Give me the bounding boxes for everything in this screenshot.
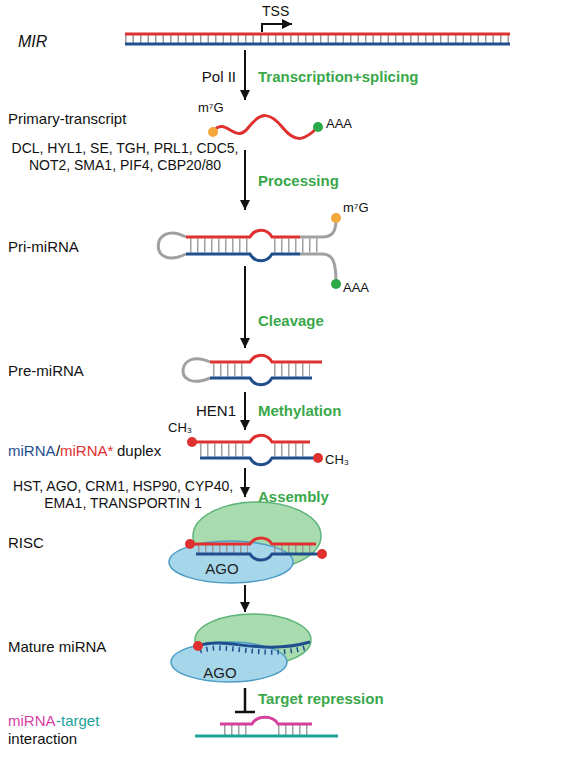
mirna-strand	[186, 254, 300, 261]
ago-lobe	[169, 541, 293, 583]
complex-outline	[165, 612, 325, 684]
flank-strand	[300, 254, 336, 282]
methyl-dot	[317, 549, 327, 559]
methyl-dot	[313, 453, 323, 463]
mirna-star-strand	[186, 230, 300, 237]
step-label: Methylation	[258, 402, 341, 420]
complex-outline	[165, 500, 325, 585]
base-pairs	[200, 444, 308, 457]
step-label: Processing	[258, 172, 339, 190]
ago-lobe	[171, 642, 287, 682]
hairpin-loop	[158, 233, 186, 258]
protein-label: AGO	[195, 664, 245, 682]
base-pairs	[198, 545, 314, 554]
flow-arrow	[244, 585, 246, 612]
methyl-label: CH₃	[325, 452, 349, 468]
dna-strand	[125, 33, 510, 36]
step-arrow	[244, 50, 246, 100]
repression-bar	[235, 688, 255, 712]
cap-label: m⁷G	[343, 200, 369, 216]
factor-list: HST, AGO, CRM1, HSP90, CYP40, EMA1, TRAN…	[4, 478, 242, 512]
factor-label: HEN1	[150, 402, 236, 420]
stage-label: Mature miRNA	[8, 638, 106, 656]
polya-label: AAA	[326, 116, 352, 132]
polya-label: AAA	[343, 280, 369, 296]
step-label: Transcription+splicing	[258, 68, 418, 86]
step-arrow	[244, 392, 246, 430]
primary-transcript	[213, 116, 318, 139]
base-ticks	[200, 647, 308, 652]
mirna-strand	[220, 717, 312, 724]
stage-label: interaction	[8, 730, 77, 748]
stage-label: duplex	[117, 442, 161, 460]
stage-label: Pri-miRNA	[8, 238, 79, 256]
stage-label: miRNA*	[60, 442, 113, 460]
mirna-star-strand	[192, 435, 310, 442]
ago-complex: AGO	[165, 500, 325, 585]
base-pairs	[125, 35, 510, 44]
stage-label: miRNA	[8, 442, 56, 460]
base-pairs	[224, 725, 310, 735]
step-label: Target repression	[258, 690, 384, 708]
flank-strand	[300, 220, 336, 237]
mirna-strand	[200, 458, 318, 465]
base-pairs	[190, 239, 322, 253]
gene-label: MIR	[18, 32, 47, 51]
hairpin-loop	[183, 359, 210, 382]
site-label: TSS	[262, 3, 289, 20]
cap-dot	[208, 127, 218, 137]
tss-arrow	[262, 24, 292, 32]
factor-list: DCL, HYL1, SE, TGH, PRL1, CDC5, NOT2, SM…	[8, 140, 242, 174]
dna-strand	[125, 43, 510, 46]
methyl-dot	[187, 437, 197, 447]
stage-label: /	[56, 442, 60, 460]
polya-dot	[313, 122, 323, 132]
stage-label: Pre-miRNA	[8, 362, 84, 380]
stage-label: miRNA	[8, 712, 56, 730]
methyl-dot	[185, 539, 195, 549]
base-pairs	[213, 364, 310, 377]
target-strand	[195, 735, 338, 738]
step-label: Cleavage	[258, 312, 324, 330]
step-arrow	[244, 468, 246, 497]
mirna-strand	[196, 554, 322, 560]
cap-label: m⁷G	[198, 100, 224, 116]
ago-complex: AGO	[165, 612, 325, 684]
stage-label: RISC	[8, 534, 44, 552]
polya-dot	[331, 279, 341, 289]
methyl-label: CH₃	[168, 420, 192, 436]
protein-label: AGO	[197, 560, 247, 578]
mirna-star-strand	[190, 538, 316, 544]
stage-label: -target	[56, 712, 99, 730]
cap-dot	[331, 213, 341, 223]
mirna-strand	[210, 378, 312, 385]
stage-label: Primary-transcript	[8, 110, 126, 128]
methyl-dot	[193, 641, 203, 651]
step-arrow	[244, 150, 246, 210]
mirna-star-strand	[210, 355, 322, 362]
mature-mirna-strand	[198, 642, 310, 647]
step-arrow	[244, 266, 246, 348]
factor-label: Pol II	[150, 68, 236, 86]
